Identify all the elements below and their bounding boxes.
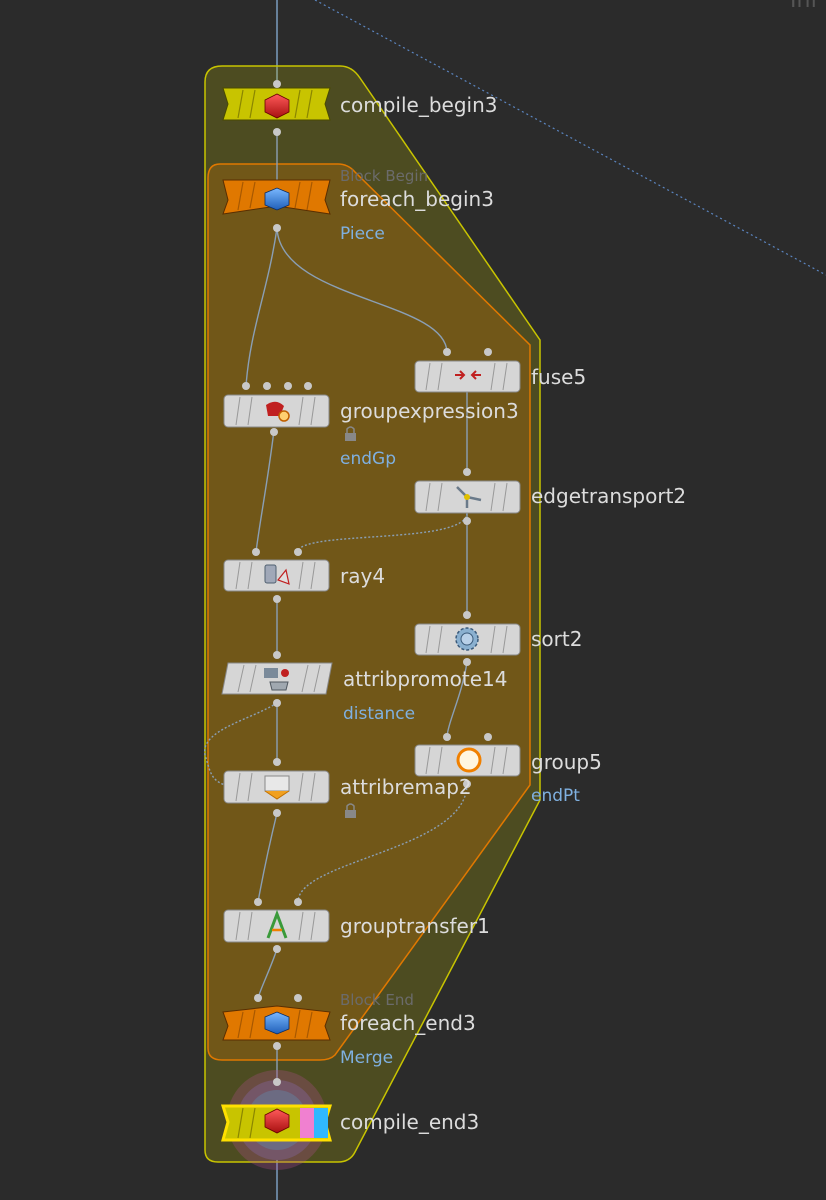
lock-icon bbox=[345, 803, 356, 818]
node-label-compile-end[interactable]: compile_end3 bbox=[340, 1110, 480, 1134]
blue-cube-icon bbox=[264, 187, 290, 211]
node-label-sort[interactable]: sort2 bbox=[531, 627, 583, 651]
input-connector[interactable] bbox=[294, 898, 302, 906]
input-connector[interactable] bbox=[252, 548, 260, 556]
node-sublabel-foreach-begin: Piece bbox=[340, 224, 385, 244]
node-fuse[interactable] bbox=[414, 348, 521, 393]
node-group[interactable] bbox=[414, 733, 521, 788]
node-sublabel-foreach-end: Merge bbox=[340, 1048, 394, 1068]
node-attribremap[interactable] bbox=[223, 758, 356, 818]
red-cube-icon bbox=[264, 1108, 290, 1134]
node-groupexpression[interactable] bbox=[223, 382, 356, 441]
input-connector[interactable] bbox=[273, 651, 281, 659]
node-ray[interactable] bbox=[223, 548, 330, 603]
input-connector[interactable] bbox=[242, 382, 250, 390]
group-transfer-icon bbox=[266, 909, 288, 939]
input-connector[interactable] bbox=[443, 733, 451, 741]
node-label-attribremap[interactable]: attribremap2 bbox=[340, 775, 472, 799]
output-connector[interactable] bbox=[463, 658, 471, 666]
node-sublabel-group: endPt bbox=[531, 786, 580, 806]
output-connector[interactable] bbox=[270, 428, 278, 436]
output-connector[interactable] bbox=[463, 780, 471, 788]
template-flag[interactable] bbox=[300, 1108, 314, 1138]
input-connector[interactable] bbox=[273, 1078, 281, 1086]
input-connector[interactable] bbox=[443, 348, 451, 356]
output-connector[interactable] bbox=[273, 224, 281, 232]
node-compile-end[interactable] bbox=[220, 1078, 333, 1142]
output-connector[interactable] bbox=[273, 595, 281, 603]
group-ring-icon bbox=[456, 747, 482, 773]
input-connector[interactable] bbox=[263, 382, 271, 390]
output-connector[interactable] bbox=[273, 1042, 281, 1050]
blue-cube-icon bbox=[264, 1011, 290, 1035]
node-label-grouptransfer[interactable]: grouptransfer1 bbox=[340, 914, 490, 938]
input-connector[interactable] bbox=[463, 611, 471, 619]
output-connector[interactable] bbox=[273, 699, 281, 707]
node-foreach-end[interactable] bbox=[222, 994, 331, 1050]
node-label-fuse[interactable]: fuse5 bbox=[531, 365, 587, 389]
input-connector[interactable] bbox=[484, 733, 492, 741]
reference-wire bbox=[314, 0, 826, 276]
node-label-compile-begin[interactable]: compile_begin3 bbox=[340, 93, 498, 117]
group-expression-icon bbox=[266, 401, 290, 422]
input-connector[interactable] bbox=[254, 898, 262, 906]
display-flag[interactable] bbox=[314, 1108, 328, 1138]
node-sort[interactable] bbox=[414, 611, 521, 666]
node-sublabel-attribpromote: distance bbox=[343, 704, 416, 724]
node-sublabel-groupexpression: endGp bbox=[340, 449, 396, 469]
input-connector[interactable] bbox=[484, 348, 492, 356]
node-attribpromote[interactable] bbox=[221, 651, 333, 707]
node-label-groupexpression[interactable]: groupexpression3 bbox=[340, 399, 519, 423]
node-label-ray[interactable]: ray4 bbox=[340, 564, 386, 588]
edge-transport-icon bbox=[456, 486, 482, 508]
node-label-attribpromote[interactable]: attribpromote14 bbox=[343, 667, 508, 691]
block-end-label: Block End bbox=[340, 991, 414, 1009]
node-compile-begin[interactable] bbox=[222, 80, 331, 136]
output-connector[interactable] bbox=[463, 517, 471, 525]
output-connector[interactable] bbox=[273, 128, 281, 136]
fuse-arrows-icon bbox=[455, 370, 481, 380]
input-connector[interactable] bbox=[463, 468, 471, 476]
input-connector[interactable] bbox=[273, 80, 281, 88]
node-label-group[interactable]: group5 bbox=[531, 750, 602, 774]
corner-text: Inf bbox=[790, 0, 819, 13]
output-connector[interactable] bbox=[273, 945, 281, 953]
input-connector[interactable] bbox=[304, 382, 312, 390]
node-edgetransport[interactable] bbox=[414, 468, 521, 525]
attrib-promote-icon bbox=[264, 668, 289, 691]
ray-icon bbox=[264, 564, 290, 585]
node-grouptransfer[interactable] bbox=[223, 898, 330, 953]
output-connector[interactable] bbox=[273, 809, 281, 817]
red-cube-icon bbox=[264, 93, 290, 119]
node-label-edgetransport[interactable]: edgetransport2 bbox=[531, 484, 687, 508]
lock-icon bbox=[345, 426, 356, 441]
block-begin-label: Block Begin bbox=[340, 167, 429, 185]
input-connector[interactable] bbox=[284, 382, 292, 390]
attrib-remap-icon bbox=[264, 775, 290, 800]
node-foreach-begin[interactable] bbox=[222, 179, 331, 232]
node-label-foreach-begin[interactable]: foreach_begin3 bbox=[340, 187, 494, 211]
wires bbox=[204, 132, 468, 1082]
input-connector[interactable] bbox=[273, 758, 281, 766]
input-connector[interactable] bbox=[294, 994, 302, 1002]
node-label-foreach-end[interactable]: foreach_end3 bbox=[340, 1011, 476, 1035]
sort-gear-icon bbox=[455, 627, 479, 651]
input-connector[interactable] bbox=[294, 548, 302, 556]
input-connector[interactable] bbox=[254, 994, 262, 1002]
